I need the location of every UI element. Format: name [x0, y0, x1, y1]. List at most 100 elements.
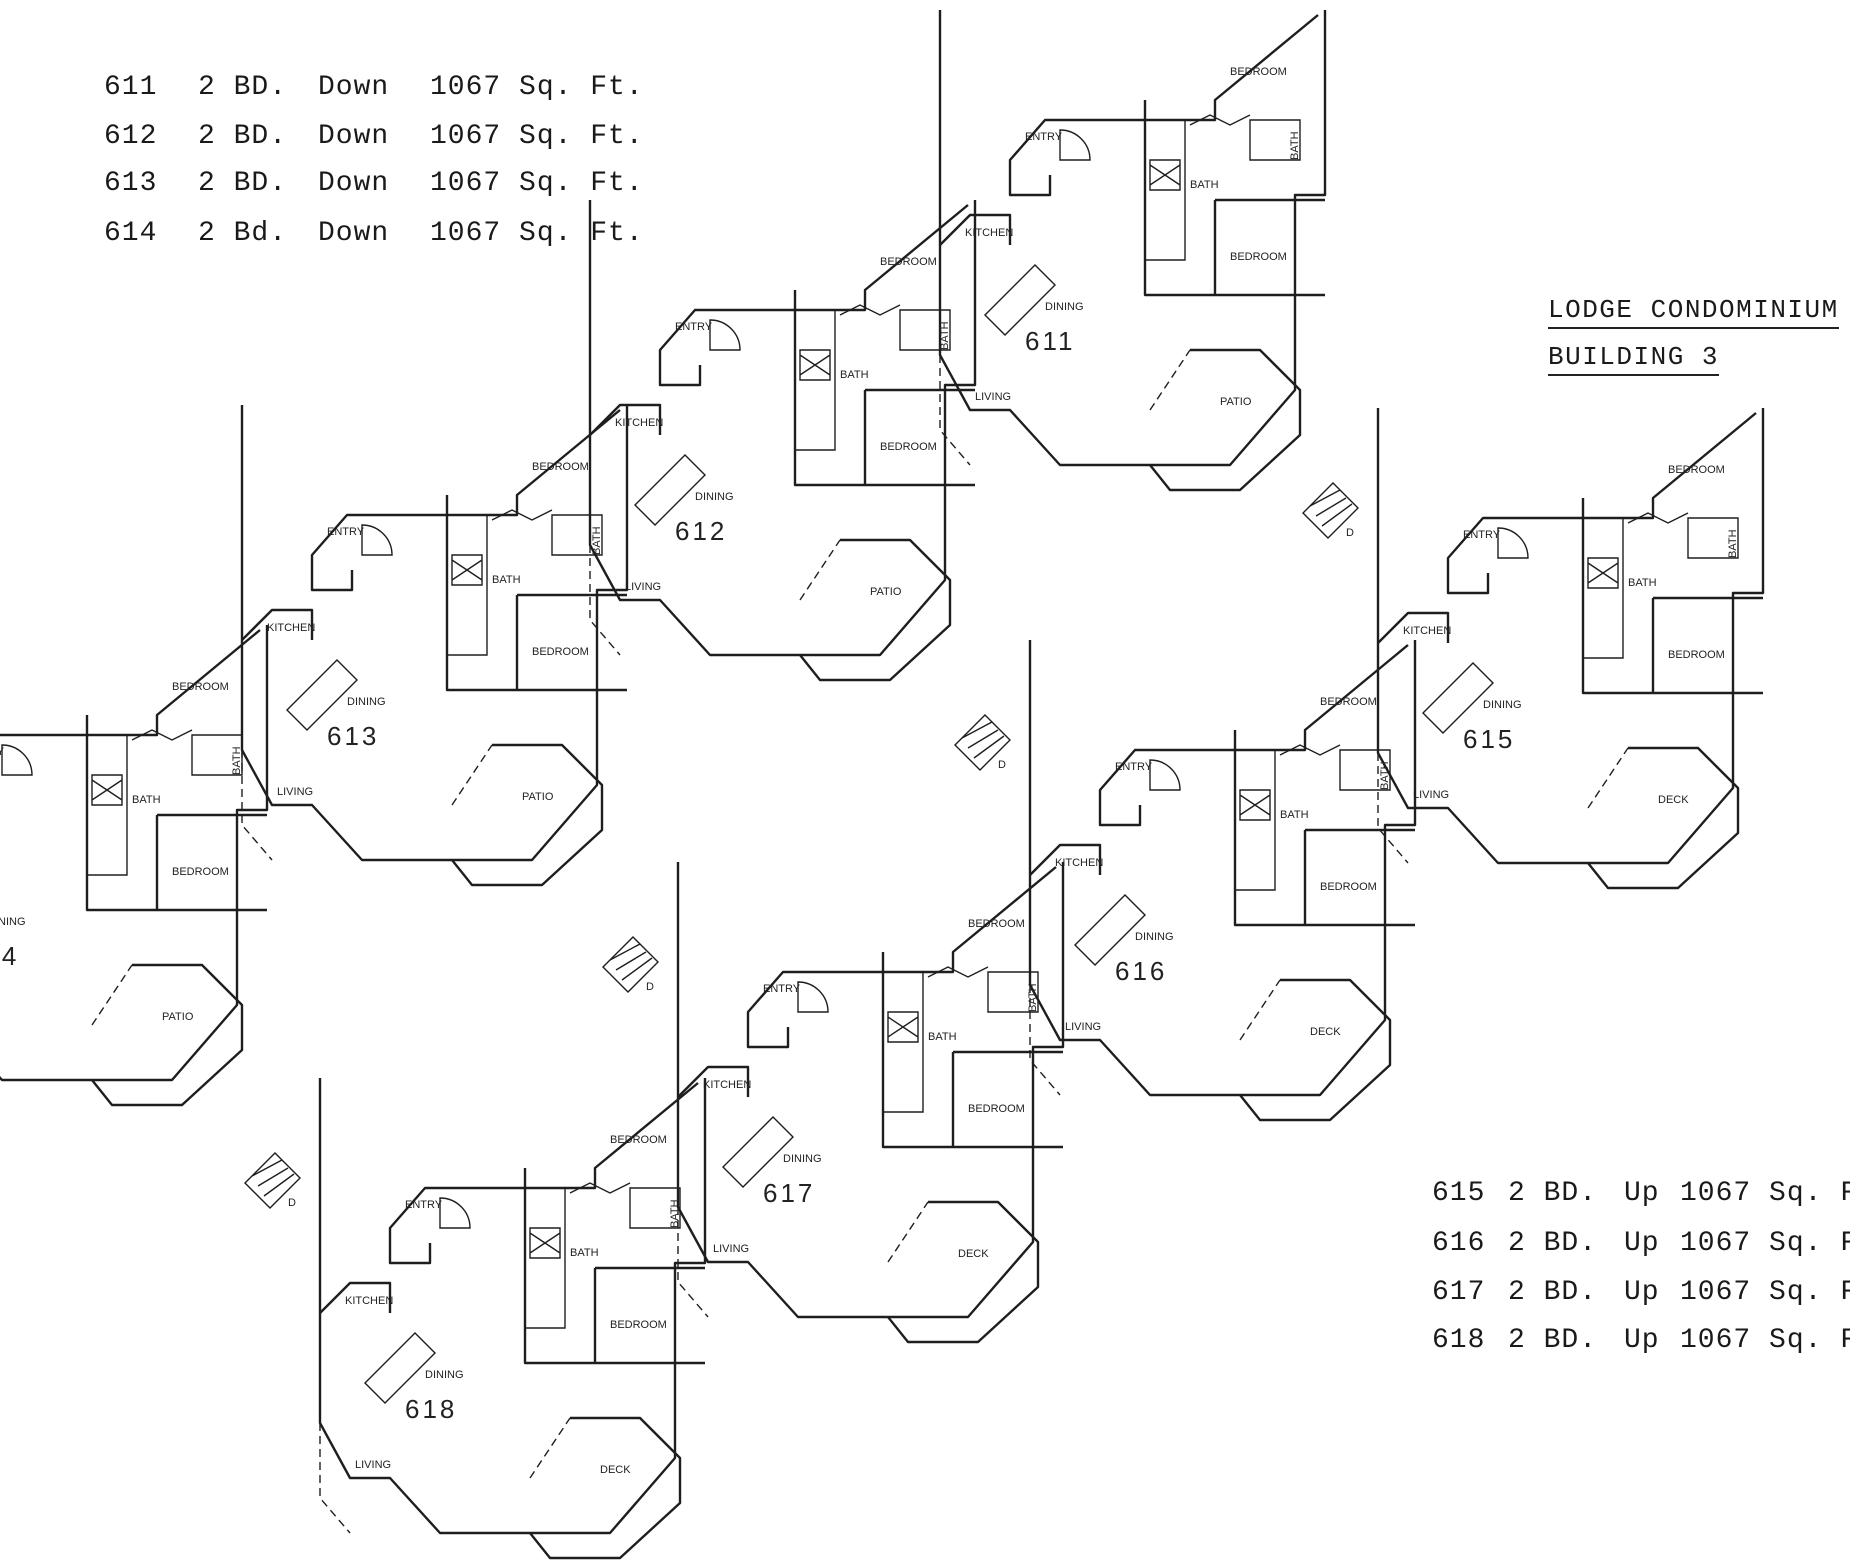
entry-door-swing	[1059, 129, 1091, 161]
unit-outline	[1376, 408, 1765, 865]
unit-plan-615: DBEDROOMENTRYBATHBATHKITCHENBEDROOMDININ…	[1302, 408, 1765, 890]
bath-vertical-label: BATH	[669, 1199, 681, 1228]
deck-label: DECK	[958, 1248, 989, 1260]
bath-partition	[523, 1188, 705, 1365]
living-label: LIVING	[975, 391, 1011, 403]
laundry-fixture	[1239, 789, 1271, 821]
unit-outline	[0, 625, 269, 1082]
bedroom-label: BEDROOM	[610, 1134, 667, 1146]
bath-partition	[1233, 750, 1415, 927]
unit-type: 2 BD.	[1508, 1277, 1598, 1308]
bedroom-diagonal-wall	[1233, 644, 1409, 752]
bath-partition	[1143, 120, 1325, 297]
laundry-fixture	[529, 1227, 561, 1259]
stair-door-label: D	[288, 1197, 296, 1209]
bath-label: BATH	[928, 1031, 957, 1043]
living-label: LIVING	[1413, 789, 1449, 801]
closet-shelf	[839, 304, 901, 316]
bath-label: BATH	[1190, 179, 1219, 191]
bath-vertical-label: BATH	[1727, 529, 1739, 558]
bedroom-diagonal-wall	[793, 204, 969, 312]
unit-plan-613: BEDROOMENTRYBATHBATHKITCHENBEDROOMDINING…	[240, 405, 629, 887]
entry-block-wall	[1008, 118, 1145, 197]
bath-fixture	[899, 309, 951, 351]
unit-level: Up	[1624, 1228, 1660, 1259]
outdoor-space	[451, 743, 604, 887]
kitchen-counter	[677, 1065, 750, 1098]
bedroom-label: BEDROOM	[1230, 251, 1287, 263]
closet-partition	[1235, 750, 1276, 891]
bedroom-label: BEDROOM	[532, 646, 589, 658]
unit-area: 1067 Sq. Ft.	[430, 121, 644, 152]
unit-outline	[1028, 640, 1417, 1097]
bedroom-label: BEDROOM	[880, 256, 937, 268]
unit-area: 1067 Sq. Ft.	[430, 218, 644, 249]
patio-label: PATIO	[1220, 396, 1252, 408]
closet-partition	[883, 972, 924, 1113]
closet-shelf	[491, 509, 553, 521]
unit-number: 612	[104, 121, 158, 152]
living-bay	[677, 1207, 709, 1318]
bath-partition	[1581, 518, 1763, 695]
unit-outline	[240, 405, 629, 862]
bedroom-label: BEDROOM	[1668, 649, 1725, 661]
unit-outline	[588, 200, 977, 657]
living-bay	[589, 545, 621, 656]
patio-label: PATIO	[870, 586, 902, 598]
unit-number: 611	[104, 72, 158, 103]
unit-number: 614	[104, 218, 158, 249]
laundry-fixture	[1149, 159, 1181, 191]
kitchen-label: KITCHEN	[345, 1295, 393, 1307]
closet-partition	[447, 515, 488, 656]
living-label: LIVING	[355, 1459, 391, 1471]
patio-label: PATIO	[162, 1011, 194, 1023]
bath-vertical-label: BATH	[1379, 761, 1391, 790]
entry-door-swing	[797, 981, 829, 1013]
unit-plan-614: BEDROOMENTRYBATHBATHKITCHENBEDROOMDINING…	[0, 625, 269, 1107]
unit-area: 1067 Sq. Ft.	[430, 168, 644, 199]
entry-block-wall	[310, 513, 447, 592]
laundry-fixture	[91, 774, 123, 806]
deck-label: DECK	[1310, 1026, 1341, 1038]
dining-label: DINING	[0, 916, 26, 928]
unit-type: 2 BD.	[1508, 1325, 1598, 1356]
stair-outline	[954, 714, 1011, 771]
bedroom-label: BEDROOM	[1230, 66, 1287, 78]
unit-level: Down	[318, 121, 390, 152]
bedroom-diagonal-wall	[445, 409, 621, 517]
entry-block-wall	[746, 970, 883, 1049]
bedroom-two-wall	[863, 388, 975, 485]
bedroom-label: BEDROOM	[172, 866, 229, 878]
bath-partition	[85, 735, 267, 912]
exterior-stair	[1302, 482, 1359, 539]
kitchen-island	[984, 264, 1056, 336]
unit-number-label: 615	[1463, 724, 1515, 754]
bedroom-label: BEDROOM	[880, 441, 937, 453]
kitchen-island	[1074, 894, 1146, 966]
unit-plan-611: BEDROOMENTRYBATHBATHKITCHENBEDROOMDINING…	[938, 10, 1327, 492]
unit-number: 615	[1432, 1178, 1486, 1209]
closet-shelf	[569, 1182, 631, 1194]
unit-number: 617	[1432, 1277, 1486, 1308]
bedroom-diagonal-wall	[881, 866, 1057, 974]
outdoor-divider	[529, 1417, 571, 1479]
unit-plan-612: BEDROOMENTRYBATHBATHKITCHENBEDROOMDINING…	[588, 200, 977, 682]
bath-vertical-label: BATH	[231, 746, 243, 775]
dining-label: DINING	[1135, 931, 1174, 943]
unit-number-label: 617	[763, 1178, 815, 1208]
unit-plan-618: DBEDROOMENTRYBATHBATHKITCHENBEDROOMDININ…	[244, 1078, 707, 1560]
bath-fixture	[1687, 517, 1739, 559]
unit-number-label: 611	[1025, 326, 1075, 356]
dining-label: DINING	[1045, 301, 1084, 313]
unit-outline	[318, 1078, 707, 1535]
bath-fixture	[1339, 749, 1391, 791]
closet-shelf	[1189, 114, 1251, 126]
living-bay	[939, 355, 971, 466]
living-bay	[1029, 985, 1061, 1096]
kitchen-counter	[589, 403, 662, 436]
unit-area: 1067 Sq. F	[1680, 1325, 1850, 1356]
outdoor-divider	[799, 539, 841, 601]
